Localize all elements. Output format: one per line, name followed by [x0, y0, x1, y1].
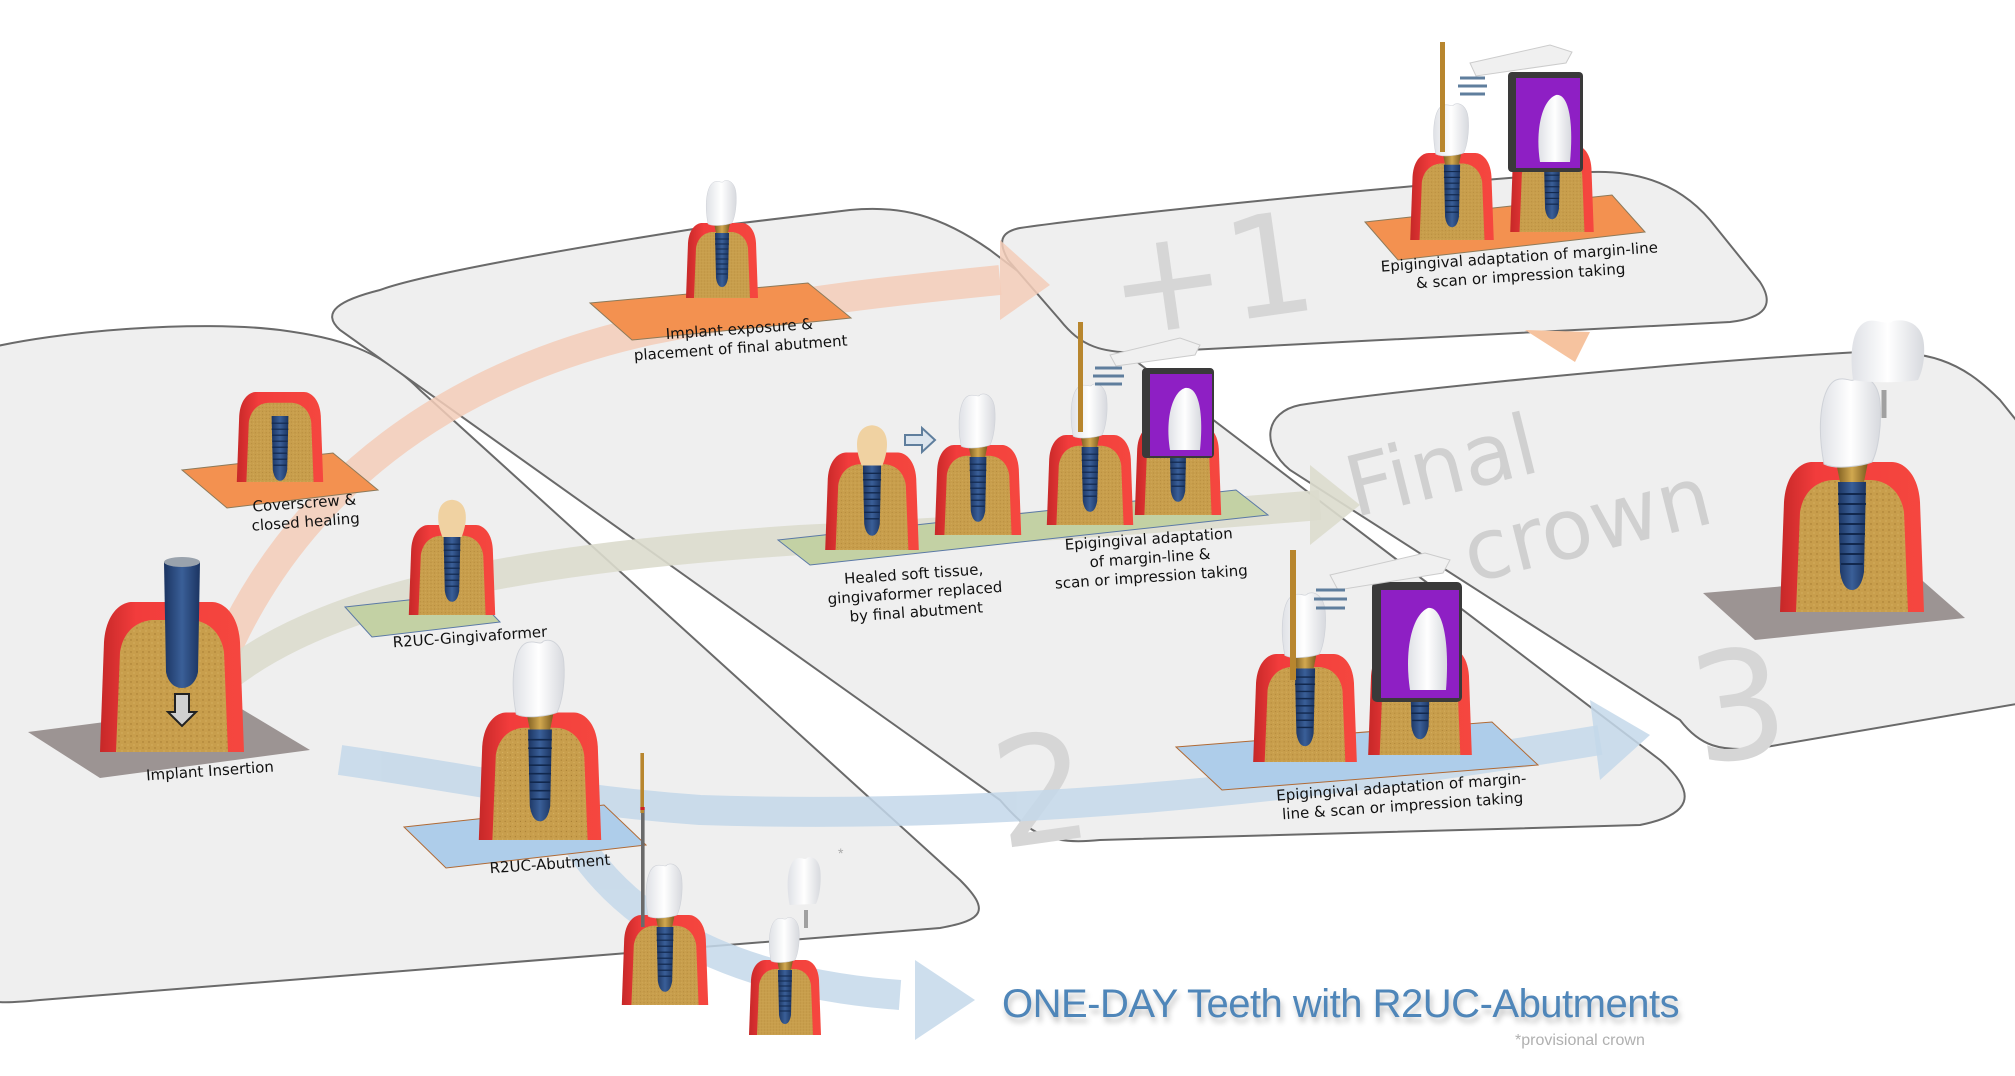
provisional-crown-footnote: *provisional crown	[1515, 1032, 1645, 1049]
gingivaformer-tooth-icon	[408, 499, 496, 615]
flow-arrowhead-blue-oneday	[915, 960, 975, 1040]
scan-teeth-blue-icon	[1253, 550, 1472, 762]
coverscrew-tooth-icon	[236, 392, 324, 482]
healed-gingivaformer-tooth-icon	[825, 425, 919, 550]
flow-arrowhead-orange	[1000, 240, 1050, 320]
scan-teeth-green-icon	[1046, 322, 1222, 525]
provisional-crown-icon	[787, 857, 821, 905]
exposure-tooth-icon	[686, 180, 758, 298]
flow-arrowhead-blue-stage3	[1590, 700, 1650, 780]
flow-path-orange	[185, 265, 1002, 725]
final-crown-floating-icon	[1851, 320, 1925, 383]
flow-arrowhead-olive	[1310, 465, 1360, 545]
arrow-right-healed	[904, 425, 937, 455]
one-day-teeth-title: ONE-DAY Teeth with R2UC-Abutments	[1002, 982, 1680, 1026]
stage-numeral-plus1: +1	[1098, 181, 1325, 371]
provisional-crown-marker: *	[838, 845, 844, 861]
one-day-tooth-with-scanner-icon	[621, 753, 709, 1005]
scan-teeth-plus1-icon	[1410, 42, 1594, 240]
implant-insertion-icon	[100, 557, 244, 752]
arrow-down-plus1-to-final	[1525, 330, 1590, 362]
